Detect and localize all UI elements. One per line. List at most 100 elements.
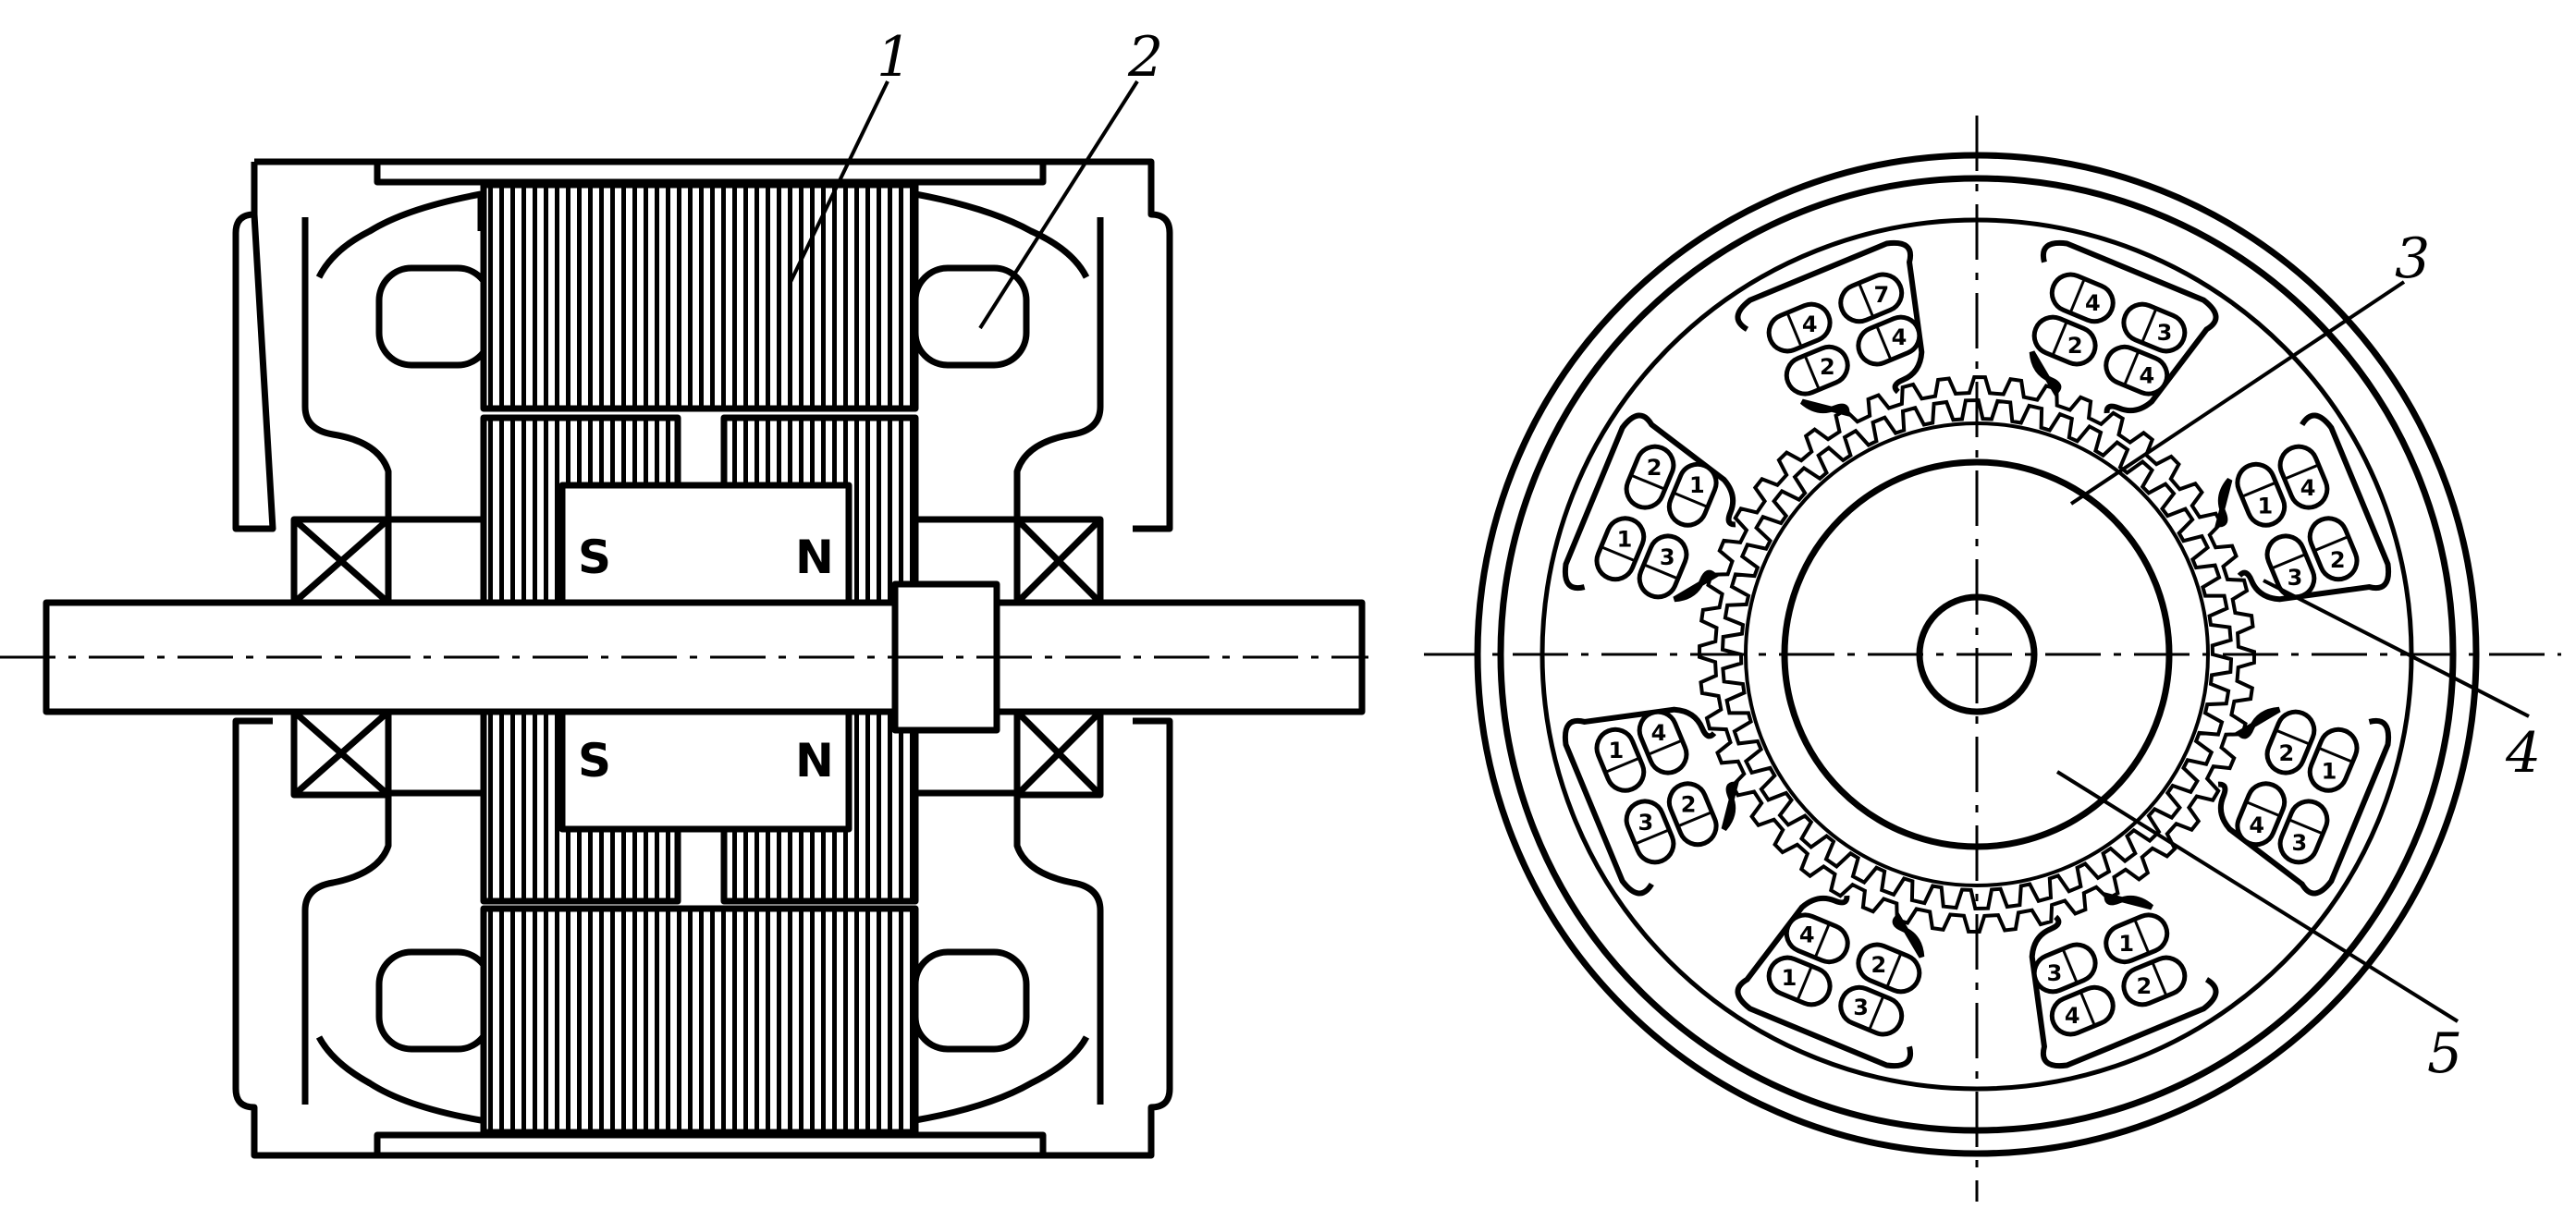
- coil-number: 4: [2300, 475, 2316, 501]
- coil-divider: [1858, 282, 1875, 318]
- coil-number: 4: [1892, 324, 1907, 350]
- coil-divider: [2068, 278, 2086, 314]
- coil-number: 4: [1799, 922, 1815, 948]
- coil-winding-oval: [1637, 709, 1689, 775]
- coil-divider: [2245, 800, 2281, 818]
- coil-winding-oval: [2264, 533, 2317, 600]
- leader-line-5: [2055, 770, 2459, 1023]
- coil-number: 1: [1608, 738, 1624, 763]
- coil-winding-oval: [1784, 344, 1850, 397]
- coil-number: 3: [1638, 810, 1654, 836]
- callout-label-3: 3: [2395, 226, 2430, 291]
- coil-divider: [1601, 545, 1637, 563]
- coil-number: 4: [2139, 362, 2154, 388]
- coil-number: 4: [2065, 1003, 2080, 1029]
- pole-slot-outline: [2029, 892, 2219, 1069]
- pole-label-upper-south: S: [578, 531, 611, 584]
- coil-divider: [1803, 354, 1821, 391]
- stator-sleeve-top: [374, 158, 1047, 186]
- coil-winding-oval: [2049, 984, 2116, 1037]
- end-shield-left-top: [301, 190, 482, 523]
- coil-winding-oval: [1624, 799, 1676, 865]
- coil-number: 1: [2258, 493, 2274, 519]
- end-shield-right-top: [914, 190, 1104, 523]
- coil-divider: [1785, 311, 1803, 348]
- coil-divider: [2275, 728, 2311, 746]
- leader-line-3: [2069, 280, 2406, 506]
- bearing-right-bottom: [1013, 708, 1104, 799]
- coil-winding-oval: [2104, 344, 2170, 397]
- coil-divider: [2061, 948, 2079, 984]
- coil-divider: [2123, 350, 2141, 386]
- end-winding-right-bottom: [912, 948, 1030, 1053]
- coil-number: 3: [2157, 320, 2173, 346]
- permanent-magnet-top: [558, 482, 853, 606]
- coil-number: 3: [2292, 830, 2308, 856]
- permanent-magnet-bottom: [558, 708, 853, 833]
- coil-divider: [2271, 553, 2307, 570]
- coil-divider: [1634, 828, 1670, 846]
- coil-winding-oval: [1856, 314, 1922, 367]
- coil-divider: [1885, 952, 1903, 988]
- coil-number: 4: [1802, 311, 1818, 337]
- pole-label-lower-south: S: [578, 734, 611, 788]
- coil-winding-oval: [1594, 516, 1647, 582]
- coil-number: 1: [2322, 758, 2337, 784]
- coil-number: 2: [2067, 333, 2083, 359]
- coil-divider: [2288, 818, 2324, 836]
- pole-slot-outline: [1562, 412, 1736, 603]
- coil-number: 4: [2249, 812, 2264, 838]
- coil-number: 4: [1651, 720, 1667, 746]
- stator-pole-3: [2214, 412, 2392, 603]
- coil-divider: [1673, 491, 1709, 508]
- coil-winding-oval: [1594, 726, 1647, 793]
- coil-divider: [2079, 991, 2096, 1027]
- coil-divider: [2151, 961, 2168, 997]
- coil-divider: [1796, 965, 1813, 1001]
- stator-core-bottom: [480, 905, 919, 1136]
- coil-winding-oval: [2235, 461, 2288, 528]
- stator-pole-1: [1735, 239, 1925, 417]
- coil-number: 1: [1689, 472, 1705, 498]
- coil-divider: [1875, 324, 1893, 360]
- stator-core-top: [480, 181, 919, 412]
- coil-divider: [2317, 746, 2353, 763]
- coil-number: 1: [1617, 527, 1633, 553]
- coil-winding-oval: [1766, 301, 1833, 354]
- coil-winding-oval: [2031, 942, 2098, 995]
- coil-divider: [2240, 481, 2277, 498]
- coil-divider: [1630, 473, 1666, 491]
- stator-sleeve-bottom: [374, 1131, 1047, 1159]
- coil-divider: [1676, 811, 1713, 828]
- coil-winding-oval: [2277, 799, 2330, 865]
- coil-number: 7: [1873, 282, 1889, 308]
- coil-winding-oval: [2277, 444, 2330, 510]
- coil-winding-oval: [1784, 912, 1850, 965]
- coil-number: 1: [1782, 965, 1797, 991]
- end-winding-left-top: [375, 264, 494, 369]
- coil-winding-oval: [2307, 726, 2360, 793]
- coil-number: 2: [1871, 952, 1886, 978]
- callout-label-2: 2: [1127, 25, 1163, 90]
- leader-line-2: [978, 79, 1139, 330]
- coil-winding-oval: [1838, 984, 1905, 1037]
- coil-divider: [1643, 563, 1679, 580]
- stator-pole-4: [2217, 706, 2392, 897]
- callout-label-1: 1: [877, 25, 912, 90]
- coil-divider: [2133, 918, 2151, 955]
- coil-winding-oval: [2049, 272, 2116, 324]
- bearing-left-top: [290, 516, 392, 606]
- bearing-left-bottom: [290, 708, 392, 799]
- longitudinal-section: [0, 79, 1368, 1159]
- stator-toothed-bore: [1697, 374, 2257, 934]
- coil-number: 2: [2330, 547, 2346, 573]
- cross-section: [1424, 116, 2561, 1202]
- coil-divider: [1604, 756, 1640, 774]
- pole-slot-outline: [1735, 239, 1925, 417]
- coil-winding-oval: [2307, 516, 2360, 582]
- coil-divider: [1813, 922, 1831, 958]
- end-winding-left-bottom: [375, 948, 494, 1053]
